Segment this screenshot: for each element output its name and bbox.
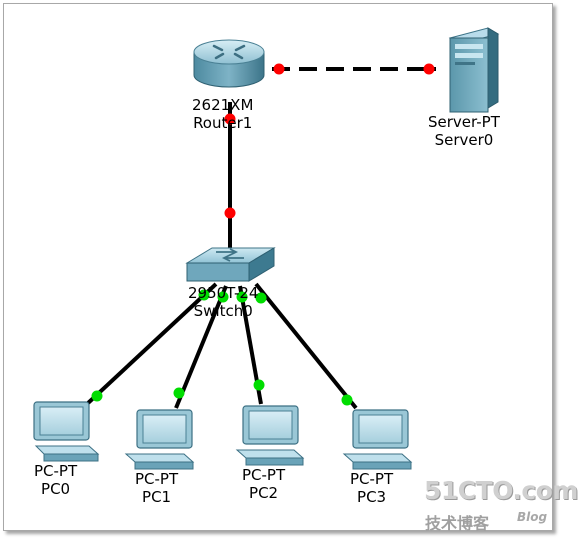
pc1-label: PC-PT PC1 [135,470,178,506]
pc3-name: PC3 [357,488,387,506]
pc3-model: PC-PT [350,470,394,488]
pc2-model: PC-PT [242,466,286,484]
cable-switch-pc0[interactable] [85,282,218,406]
router-label: 2621XM Router1 [192,96,253,132]
switch-name: Switch0 [193,302,253,320]
link-light-switch-pc2-a [236,291,248,303]
switch-model: 2950T-24 [188,284,259,302]
watermark-subtitle: 技术博客 [425,514,490,533]
cable-switch-pc1[interactable] [174,285,228,409]
pc2-icon[interactable] [235,405,305,466]
link-light-router-switch-a [224,113,236,125]
pc3-icon[interactable] [342,409,413,470]
watermark-blog: Blog [517,510,548,524]
topology-canvas: 2621XM Router1 Server-PT Server0 2950T-2… [3,3,578,533]
link-light-switch-pc2-b [253,379,265,391]
pc0-name: PC0 [41,480,71,498]
pc1-model: PC-PT [135,470,179,488]
pc2-label: PC-PT PC2 [242,466,285,502]
link-light-switch-pc3-a [255,292,267,304]
router-icon[interactable] [193,39,265,88]
link-light-switch-pc3-b [341,394,353,406]
pc1-icon[interactable] [124,409,195,470]
pc1-name: PC1 [142,488,172,506]
server-icon[interactable] [448,27,500,113]
link-light-switch-pc1-a [217,291,229,303]
pc0-model: PC-PT [34,462,78,480]
link-light-router-server-a [273,63,285,75]
switch-label: 2950T-24 Switch0 [188,284,258,320]
router-name: Router1 [193,114,253,132]
pc3-label: PC-PT PC3 [350,470,393,506]
server-label: Server-PT Server0 [428,113,500,149]
link-light-switch-pc1-b [173,387,185,399]
server-model: Server-PT [428,113,500,131]
server-name: Server0 [434,131,494,149]
topology-diagram [33,27,500,470]
pc0-label: PC-PT PC0 [34,462,77,498]
router-model: 2621XM [192,96,254,114]
pc2-name: PC2 [249,484,279,502]
switch-icon[interactable] [185,247,276,282]
link-light-switch-pc0-a [198,289,210,301]
link-light-router-switch-b [224,207,236,219]
link-light-router-server-b [423,63,435,75]
link-light-switch-pc0-b [91,390,103,402]
watermark-brand: 51CTO.com [424,476,578,505]
pc0-icon[interactable] [33,401,100,462]
cable-switch-pc3[interactable] [254,282,358,410]
